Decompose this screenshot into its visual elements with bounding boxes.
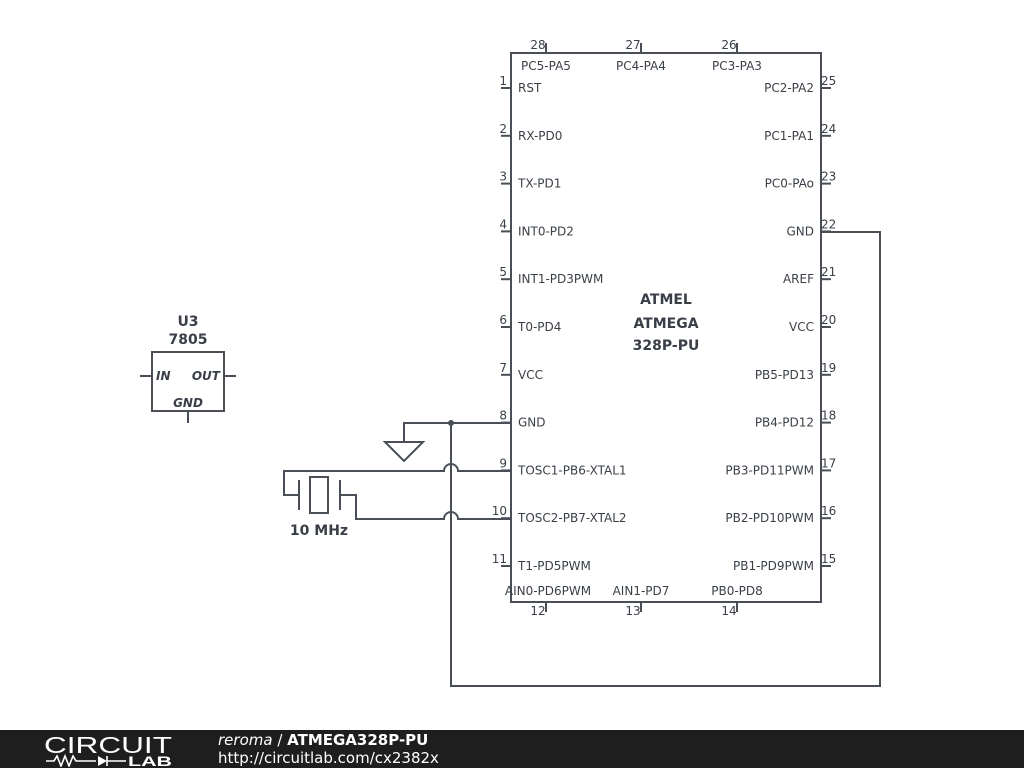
pin-number-28: 28: [530, 38, 545, 52]
chip-title-line-1: ATMEL: [640, 292, 692, 308]
title-separator: /: [272, 731, 288, 749]
pin-label-28: PC5-PA5: [521, 59, 571, 73]
pin-number-19: 19: [821, 361, 836, 375]
xtal1-wire[interactable]: [283, 463, 511, 496]
pin-label-27: PC4-PA4: [616, 59, 666, 73]
pin-label-20: VCC: [789, 320, 814, 334]
regulator-u3[interactable]: [140, 351, 236, 423]
pin-number-15: 15: [821, 552, 836, 566]
pin-number-21: 21: [821, 265, 836, 279]
pin-number-4: 4: [499, 217, 507, 231]
crystal[interactable]: [298, 476, 341, 514]
pin-number-11: 11: [492, 552, 507, 566]
pin-label-14: PB0-PD8: [711, 584, 763, 598]
pin-number-1: 1: [499, 74, 507, 88]
pin-number-18: 18: [821, 409, 836, 423]
regulator-pin-in: IN: [156, 369, 171, 383]
schematic-canvas: ATMEL ATMEGA 328P-PU 28PC5-PA527PC4-PA42…: [140, 38, 881, 687]
pin-number-10: 10: [492, 504, 507, 518]
pin-label-6: T0-PD4: [517, 320, 561, 334]
pin-number-5: 5: [499, 265, 507, 279]
pin-label-26: PC3-PA3: [712, 59, 762, 73]
pin-label-9: TOSC1-PB6-XTAL1: [517, 463, 627, 477]
pin-label-23: PC0-PAo: [765, 177, 814, 191]
logo-text-bottom: LAB: [128, 753, 172, 767]
pin-label-4: INT0-PD2: [518, 224, 574, 238]
pin-number-13: 13: [625, 604, 640, 618]
pin-number-26: 26: [721, 38, 736, 52]
gnd-loop-wire[interactable]: [450, 231, 881, 687]
footer-title: reroma / ATMEGA328P-PU: [218, 731, 428, 749]
pin-label-8: GND: [518, 416, 546, 430]
pin-label-5: INT1-PD3PWM: [518, 272, 603, 286]
pin-label-25: PC2-PA2: [764, 81, 814, 95]
pin-number-17: 17: [821, 456, 836, 470]
pin-number-23: 23: [821, 170, 836, 184]
pin-number-27: 27: [625, 38, 640, 52]
pin-number-25: 25: [821, 74, 836, 88]
footer-bar: CIRCUIT LAB reroma / ATMEGA328P-PU http:…: [0, 730, 1024, 768]
pin-label-1: RST: [518, 81, 542, 95]
pin-label-3: TX-PD1: [517, 177, 561, 191]
pin-number-3: 3: [499, 170, 507, 184]
diode-icon: [98, 756, 107, 766]
pin-label-19: PB5-PD13: [755, 368, 814, 382]
regulator-pin-gnd: GND: [173, 396, 203, 410]
crystal-body: [309, 476, 329, 514]
pin-label-11: T1-PD5PWM: [517, 559, 591, 573]
pin-number-20: 20: [821, 313, 836, 327]
pin-number-2: 2: [499, 122, 507, 136]
xtal2-wire[interactable]: [341, 494, 511, 520]
pin-number-22: 22: [821, 217, 836, 231]
gnd-wire[interactable]: [403, 422, 511, 442]
pin-label-12: AIN0-PD6PWM: [505, 584, 591, 598]
pin-label-7: VCC: [518, 368, 543, 382]
pin-number-9: 9: [499, 456, 507, 470]
pin-label-16: PB2-PD10PWM: [725, 511, 814, 525]
pin-label-18: PB4-PD12: [755, 416, 814, 430]
circuit-url[interactable]: http://circuitlab.com/cx2382x: [218, 749, 439, 767]
pin-number-12: 12: [530, 604, 545, 618]
circuitlab-logo[interactable]: CIRCUIT LAB: [44, 733, 184, 767]
pin-label-13: AIN1-PD7: [613, 584, 670, 598]
chip-title: ATMEL ATMEGA 328P-PU: [633, 292, 700, 354]
regulator-ref: U3: [177, 314, 198, 330]
chip-title-line-2: ATMEGA: [633, 316, 698, 332]
pin-number-24: 24: [821, 122, 836, 136]
pin-label-17: PB3-PD11PWM: [725, 463, 814, 477]
gnd-junction: [448, 420, 454, 426]
ground-symbol[interactable]: [382, 441, 426, 463]
pin-label-22: GND: [786, 224, 814, 238]
resistor-icon: [46, 753, 96, 767]
pin-label-10: TOSC2-PB7-XTAL2: [517, 511, 627, 525]
pin-number-7: 7: [499, 361, 507, 375]
author-link[interactable]: reroma: [218, 731, 273, 749]
pin-number-16: 16: [821, 504, 836, 518]
pin-label-15: PB1-PD9PWM: [733, 559, 814, 573]
pin-label-24: PC1-PA1: [764, 129, 814, 143]
regulator-body: [151, 351, 225, 412]
circuit-name[interactable]: ATMEGA328P-PU: [287, 731, 429, 749]
regulator-value: 7805: [169, 332, 208, 348]
regulator-pin-out: OUT: [192, 369, 221, 383]
pin-number-6: 6: [499, 313, 507, 327]
logo-text-top: CIRCUIT: [44, 733, 172, 758]
pin-number-8: 8: [499, 409, 507, 423]
crystal-value: 10 MHz: [290, 523, 348, 539]
pin-label-21: AREF: [783, 272, 814, 286]
pin-label-2: RX-PD0: [518, 129, 562, 143]
chip-title-line-3: 328P-PU: [633, 338, 700, 354]
pin-number-14: 14: [721, 604, 736, 618]
chip-body[interactable]: [510, 52, 822, 603]
